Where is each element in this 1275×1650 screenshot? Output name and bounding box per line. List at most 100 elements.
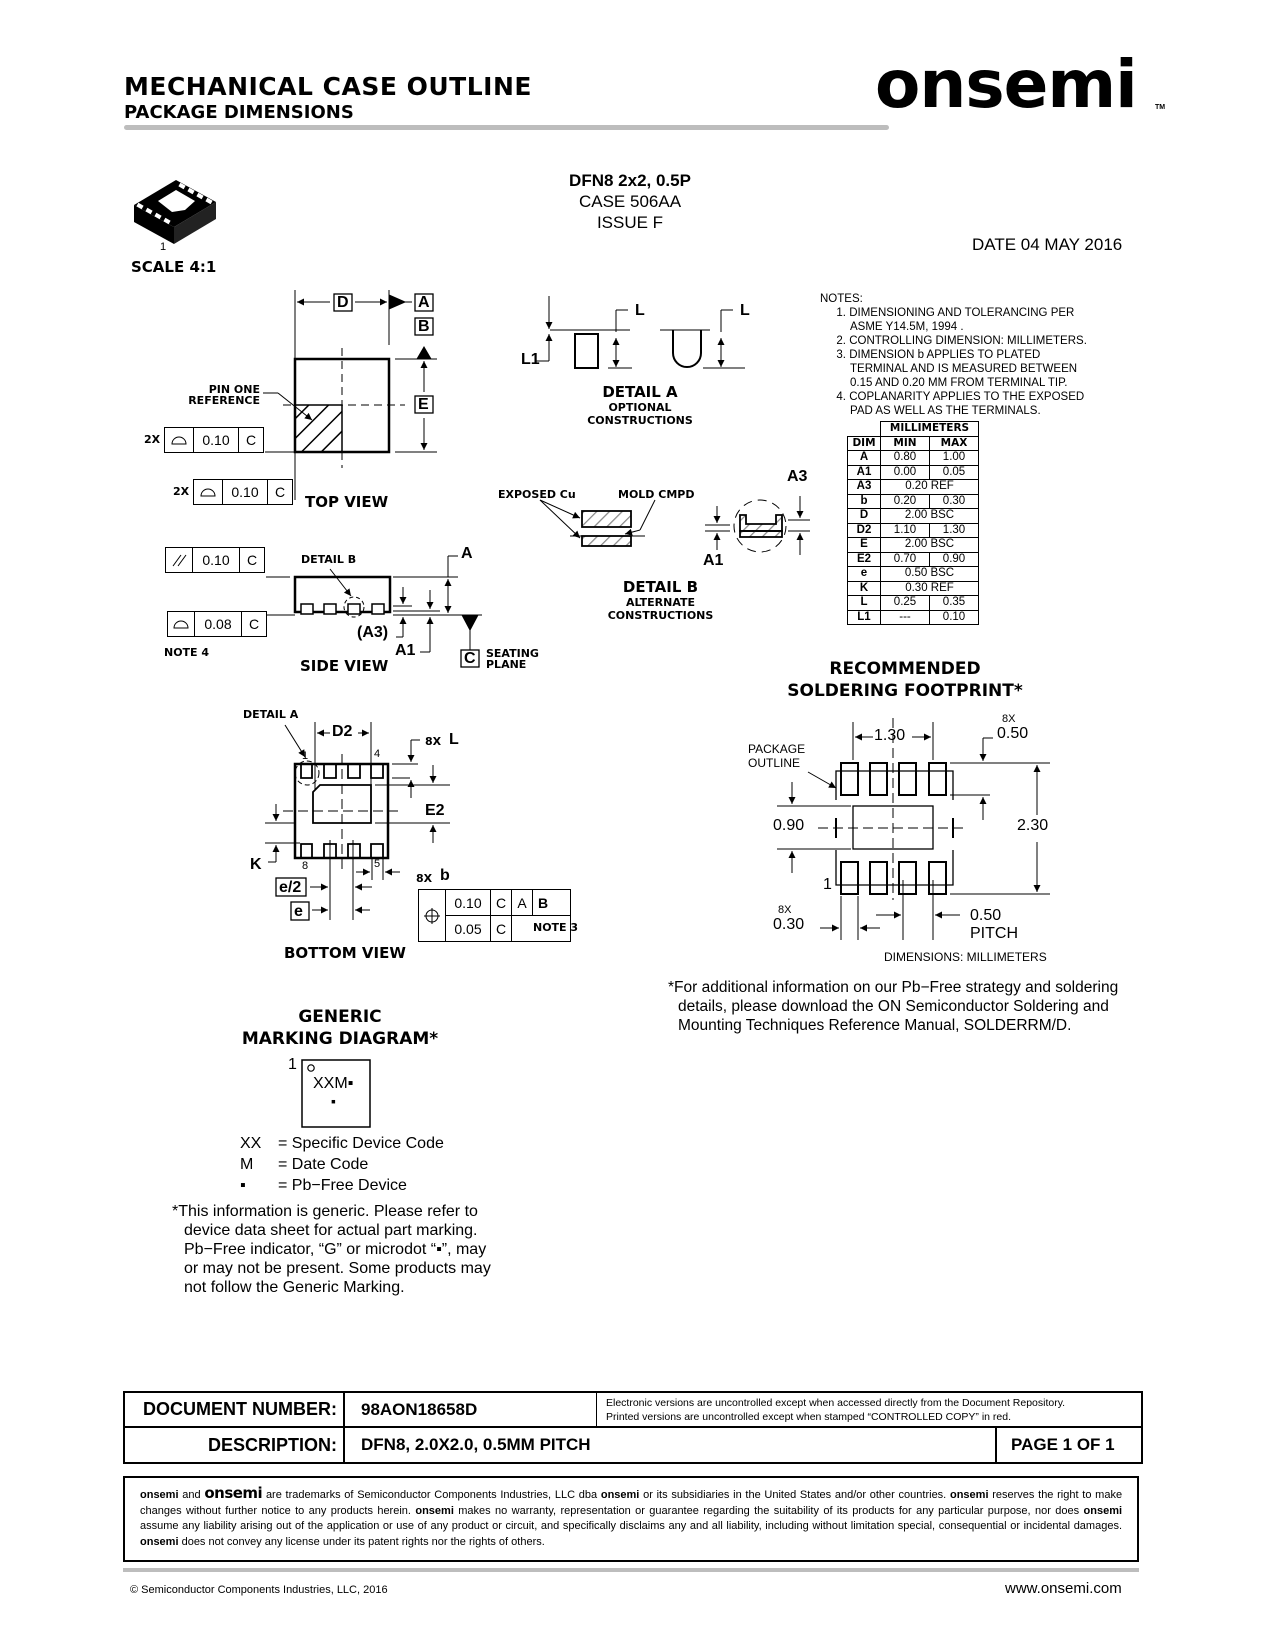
table-header-max: MAX xyxy=(929,435,979,451)
bottom-L-mult: 8X xyxy=(425,735,442,748)
description-value: DFN8, 2.0X2.0, 0.5MM PITCH xyxy=(347,1428,997,1462)
legend-item: M= Date Code xyxy=(240,1156,369,1173)
document-subtitle: PACKAGE DIMENSIONS xyxy=(124,102,354,123)
bottom-detail-a-label: DETAIL A xyxy=(243,708,299,721)
document-title: MECHANICAL CASE OUTLINE xyxy=(124,72,532,101)
note-number: 3. xyxy=(836,349,846,361)
package-name: DFN8 2x2, 0.5P xyxy=(569,171,691,190)
bottom-pin5: 5 xyxy=(374,858,381,870)
marking-dot: ▪ xyxy=(331,1093,336,1109)
pin-one-reference: PIN ONE REFERENCE xyxy=(188,383,260,407)
footprint-footnote: *For additional information on our Pb−Fr… xyxy=(668,979,1119,1034)
fcf-flat-tol: 0.08 xyxy=(195,612,242,636)
copyright: © Semiconductor Components Industries, L… xyxy=(130,1584,388,1596)
onsemi-logo: onsemi xyxy=(875,46,1138,123)
page-indicator: PAGE 1 OF 1 xyxy=(1011,1435,1115,1454)
profile-surface-icon xyxy=(194,480,223,504)
fcf2-mult: 2X xyxy=(173,485,190,498)
fcf-position-row2: 0.05 C xyxy=(446,916,526,941)
fcf1-mult: 2X xyxy=(144,433,161,446)
note4-label: NOTE 4 xyxy=(164,646,210,659)
fcf-parallel-tol: 0.10 xyxy=(193,548,240,572)
fp-dim-090: 0.90 xyxy=(773,817,805,834)
dim-symbol: E xyxy=(847,537,881,553)
doc-row-number: DOCUMENT NUMBER: 98AON18658D Electronic … xyxy=(125,1393,1141,1428)
dim-value-max: 0.05 xyxy=(929,464,979,480)
marking-note: *This information is generic. Please ref… xyxy=(172,1203,491,1296)
side-datum-C: C xyxy=(464,650,476,667)
fcf2-datum: C xyxy=(274,484,286,500)
marking-pin1: 1 xyxy=(288,1056,297,1073)
note-line: 3. DIMENSION b APPLIES TO PLATED xyxy=(820,348,1120,362)
detail-a-drawing xyxy=(535,296,745,369)
fcf-position-row1: 0.10 C A B xyxy=(446,890,570,916)
side-dim-A3: (A3) xyxy=(357,624,389,641)
note-line: 4. COPLANARITY APPLIES TO THE EXPOSED xyxy=(820,390,1120,404)
seating-plane-label: SEATING PLANE xyxy=(486,647,539,671)
dim-E-box xyxy=(414,395,434,414)
dim-D-box xyxy=(333,293,353,312)
dim-value-max: 0.35 xyxy=(929,595,979,611)
side-detail-b-label: DETAIL B xyxy=(301,553,357,566)
parallelism-icon xyxy=(166,548,193,572)
dim-symbol: L xyxy=(847,595,881,611)
logo-trademark: TM xyxy=(1155,104,1166,111)
fcf-profile-1: 0.10 C xyxy=(164,427,264,453)
dim-value-min: 0.20 xyxy=(880,493,930,509)
dim-symbol: A xyxy=(847,450,881,466)
fp-dim-130: 1.30 xyxy=(874,727,906,744)
dim-value-span: 2.00 BSC xyxy=(880,537,979,553)
note-number: 2. xyxy=(836,335,846,347)
header-rule xyxy=(124,125,889,130)
website-link[interactable]: www.onsemi.com xyxy=(1005,1580,1122,1597)
dim-symbol: L1 xyxy=(847,609,881,625)
fcf1-datum: C xyxy=(245,432,257,448)
dim-symbol: e xyxy=(847,566,881,582)
dim-symbol: A3 xyxy=(847,479,881,495)
legend-item: XX= Specific Device Code xyxy=(240,1135,444,1152)
bottom-view-title: BOTTOM VIEW xyxy=(284,944,406,962)
profile-surface-icon xyxy=(165,428,194,452)
datum-C-box xyxy=(460,649,480,668)
dim-symbol: D xyxy=(847,508,881,524)
table-header-dim: DIM xyxy=(847,435,881,451)
dim-symbol: E2 xyxy=(847,551,881,567)
fcf-parallelism: 0.10 C xyxy=(165,547,265,573)
note-line: 1. DIMENSIONING AND TOLERANCING PER xyxy=(820,306,1120,320)
top-view-dim-D: D xyxy=(337,294,349,311)
top-view-drawing xyxy=(263,290,437,500)
note-number: 4. xyxy=(836,391,846,403)
detail-b-drawing xyxy=(539,496,810,555)
fp-units: DIMENSIONS: MILLIMETERS xyxy=(884,950,1047,964)
fp-dim-050-mult: 8X xyxy=(1002,713,1016,725)
footprint-title: RECOMMENDED SOLDERING FOOTPRINT* xyxy=(787,659,1023,701)
detail-a-L1: L1 xyxy=(521,351,540,368)
detail-a-title: DETAIL A xyxy=(602,383,678,401)
mold-cmpd-label: MOLD CMPD xyxy=(618,488,695,501)
dim-value-min: 0.80 xyxy=(880,450,930,466)
table-header-min: MIN xyxy=(880,435,930,451)
document-info-box: DOCUMENT NUMBER: 98AON18658D Electronic … xyxy=(123,1391,1143,1464)
bottom-b: b xyxy=(440,867,450,884)
side-view-drawing xyxy=(266,555,482,653)
fcf1-tol: 0.10 xyxy=(194,428,239,452)
fcf-flatness: 0.08 C xyxy=(167,611,267,637)
detail-a-L-1: L xyxy=(635,302,645,319)
package-id-block: DFN8 2x2, 0.5P CASE 506AA ISSUE F xyxy=(520,170,740,233)
e-box xyxy=(290,901,310,921)
bottom-D2: D2 xyxy=(332,723,353,740)
datum-A-box xyxy=(414,293,434,312)
legal-disclaimer: onsemi and onsemi are trademarks of Semi… xyxy=(123,1476,1139,1562)
notes-block: NOTES: 1. DIMENSIONING AND TOLERANCING P… xyxy=(820,292,1120,418)
